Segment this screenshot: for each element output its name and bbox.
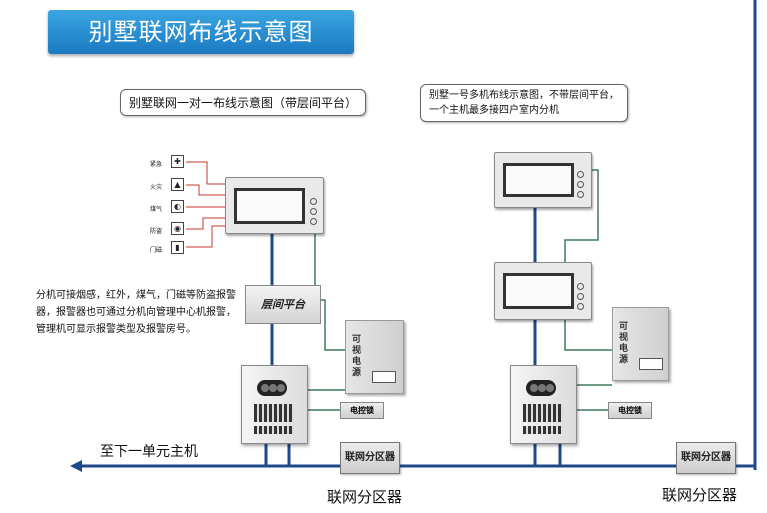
alarm-wire-1 xyxy=(186,161,225,185)
bus-arrowhead xyxy=(70,460,82,472)
sensor-label-burglar: 防盗 xyxy=(150,228,163,235)
left-power-supply-label: 可视电源 xyxy=(352,335,362,378)
floor-platform-box: 层间平台 xyxy=(245,285,321,324)
bottom-label-left-distributor: 联网分区器 xyxy=(327,488,403,506)
left-door-camera-icon xyxy=(257,380,287,396)
sensor-label-fire: 火灾 xyxy=(150,184,163,191)
right-door-grille xyxy=(523,426,563,434)
left-door-keypad xyxy=(254,404,294,422)
sensor-label-emergency: 紧急 xyxy=(150,161,163,168)
right-monitor-1-screen xyxy=(503,163,574,197)
right-electric-lock: 电控锁 xyxy=(608,402,652,419)
right-door-keypad xyxy=(523,404,563,422)
bottom-label-right-distributor: 联网分区器 xyxy=(662,486,738,504)
emergency-sensor-icon: ✚ xyxy=(171,155,184,168)
right-monitor1-signal xyxy=(564,169,599,262)
left-distributor-label: 联网分区器 xyxy=(345,452,395,463)
burglar-sensor-icon: ◉ xyxy=(171,222,184,235)
title-banner: 别墅联网布线示意图 xyxy=(48,10,354,54)
right-power-supply: 可视电源 xyxy=(612,307,669,381)
right-monitor-1-buttons xyxy=(577,171,584,201)
right-indoor-monitor-1 xyxy=(494,152,592,208)
right-caption-line-1: 别墅一号多机布线示意图，不带层间平台， xyxy=(429,90,619,101)
right-power-display xyxy=(639,358,663,370)
right-distributor-label: 联网分区器 xyxy=(681,452,731,463)
right-monitor2-to-psu xyxy=(564,318,612,351)
sensor-label-gas: 煤气 xyxy=(150,206,163,213)
right-indoor-monitor-2 xyxy=(494,262,592,320)
right-network-distributor: 联网分区器 xyxy=(676,442,736,474)
gas-sensor-icon: ◐ xyxy=(171,200,184,213)
fire-sensor-icon: ▲ xyxy=(171,178,184,191)
left-power-display xyxy=(372,371,396,383)
left-indoor-monitor xyxy=(225,177,324,234)
right-monitor-2-screen xyxy=(503,273,574,309)
right-diagram-caption: 别墅一号多机布线示意图，不带层间平台， 一个主机最多接四户室内分机 xyxy=(420,84,628,122)
alarm-note-line-1: 分机可接烟感，红外，煤气，门磁等防盗报警 xyxy=(36,290,236,301)
left-electric-lock: 电控锁 xyxy=(340,402,384,419)
alarm-note: 分机可接烟感，红外，煤气，门磁等防盗报警 器，报警器也可通过分机向管理中心机报警… xyxy=(36,287,268,338)
left-monitor-buttons xyxy=(310,198,317,228)
alarm-wire-2 xyxy=(186,184,225,196)
right-power-supply-label: 可视电源 xyxy=(619,322,629,365)
left-platform-to-psu xyxy=(319,299,345,351)
right-door-station xyxy=(510,365,577,444)
left-network-distributor: 联网分区器 xyxy=(340,442,400,474)
alarm-note-line-3: 管理机可显示报警类型及报警房号。 xyxy=(36,324,196,335)
alarm-note-line-2: 器，报警器也可通过分机向管理中心机报警， xyxy=(36,307,236,318)
right-monitor-2-buttons xyxy=(577,283,584,313)
next-unit-label: 至下一单元主机 xyxy=(100,444,198,460)
alarm-wire-4 xyxy=(186,217,225,230)
sensor-label-door-magnet: 门磁 xyxy=(150,247,163,254)
left-monitor-screen xyxy=(234,188,305,224)
left-diagram-caption: 别墅联网一对一布线示意图（带层间平台） xyxy=(120,89,367,116)
right-caption-line-2: 一个主机最多接四户室内分机 xyxy=(429,105,559,116)
right-door-camera-icon xyxy=(526,380,556,396)
left-door-grille xyxy=(254,426,294,434)
left-door-station xyxy=(241,365,308,444)
left-power-supply: 可视电源 xyxy=(345,320,404,394)
alarm-wire-5 xyxy=(186,225,225,248)
door-magnet-sensor-icon: ▮ xyxy=(171,241,184,254)
